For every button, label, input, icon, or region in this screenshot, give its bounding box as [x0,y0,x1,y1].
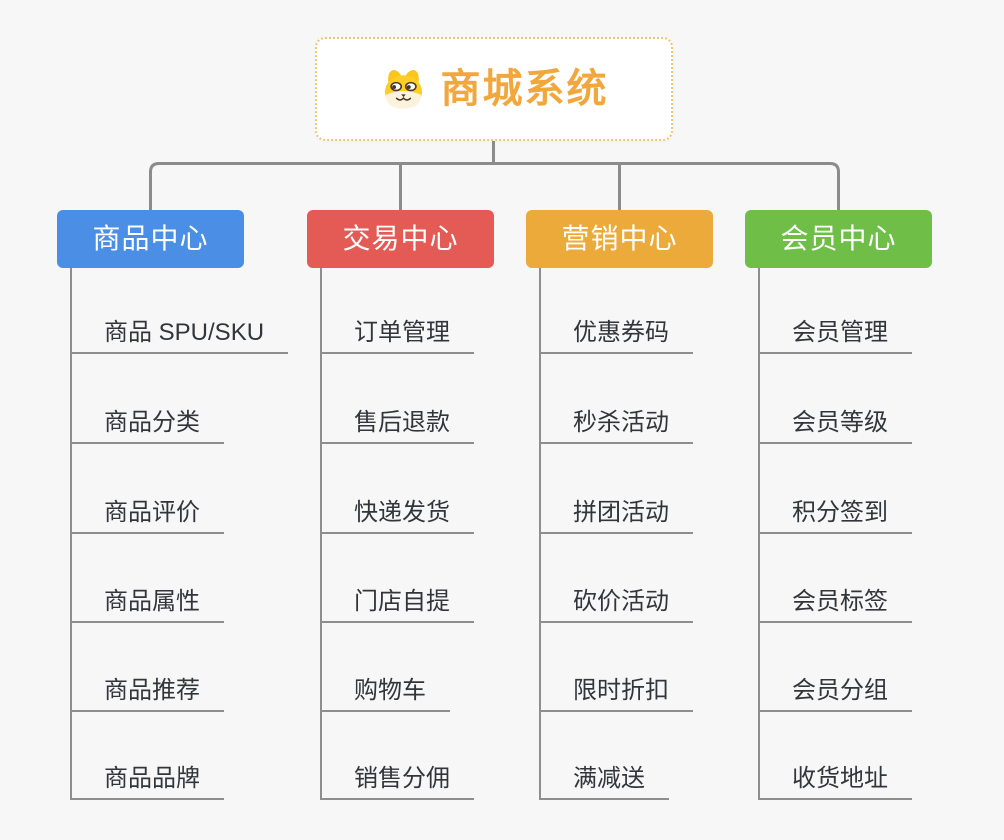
leaf-node[interactable]: 商品属性 [72,585,224,623]
leaf-node[interactable]: 满减送 [541,762,669,800]
branch-column-product-center: 商品 SPU/SKU 商品分类 商品评价 商品属性 商品推荐 商品品牌 [70,268,322,800]
leaf-node[interactable]: 收货地址 [760,762,912,800]
leaf-node[interactable]: 优惠券码 [541,316,693,354]
leaf-node[interactable]: 售后退款 [322,406,474,444]
leaf-node[interactable]: 商品分类 [72,406,224,444]
root-node[interactable]: 商城系统 [315,37,673,141]
leaf-node[interactable]: 会员等级 [760,406,912,444]
leaf-node[interactable]: 订单管理 [322,316,474,354]
leaf-node[interactable]: 购物车 [322,674,450,712]
branch-header-trade-center[interactable]: 交易中心 [307,210,494,268]
leaf-node[interactable]: 商品评价 [72,496,224,534]
leaf-node[interactable]: 销售分佣 [322,762,474,800]
branch-column-trade-center: 订单管理 售后退款 快递发货 门店自提 购物车 销售分佣 [320,268,572,800]
branch-header-product-center[interactable]: 商品中心 [57,210,244,268]
leaf-node[interactable]: 快递发货 [322,496,474,534]
branch-header-marketing-center[interactable]: 营销中心 [526,210,713,268]
leaf-node[interactable]: 商品品牌 [72,762,224,800]
root-title: 商城系统 [440,67,609,111]
leaf-node[interactable]: 秒杀活动 [541,406,693,444]
leaf-node[interactable]: 会员管理 [760,316,912,354]
leaf-node[interactable]: 限时折扣 [541,674,693,712]
branch-column-marketing-center: 优惠券码 秒杀活动 拼团活动 砍价活动 限时折扣 满减送 [539,268,791,800]
leaf-node[interactable]: 门店自提 [322,585,474,623]
leaf-node[interactable]: 商品 SPU/SKU [72,316,289,354]
leaf-node[interactable]: 商品推荐 [72,674,224,712]
leaf-node[interactable]: 砍价活动 [541,585,693,623]
leaf-node[interactable]: 会员分组 [760,674,912,712]
leaf-node[interactable]: 拼团活动 [541,496,693,534]
leaf-node[interactable]: 积分签到 [760,496,912,534]
dog-face-icon [380,67,427,111]
branch-bus-line [149,162,840,210]
branch-column-member-center: 会员管理 会员等级 积分签到 会员标签 会员分组 收货地址 [758,268,1004,800]
branch-header-member-center[interactable]: 会员中心 [745,210,932,268]
leaf-node[interactable]: 会员标签 [760,585,912,623]
